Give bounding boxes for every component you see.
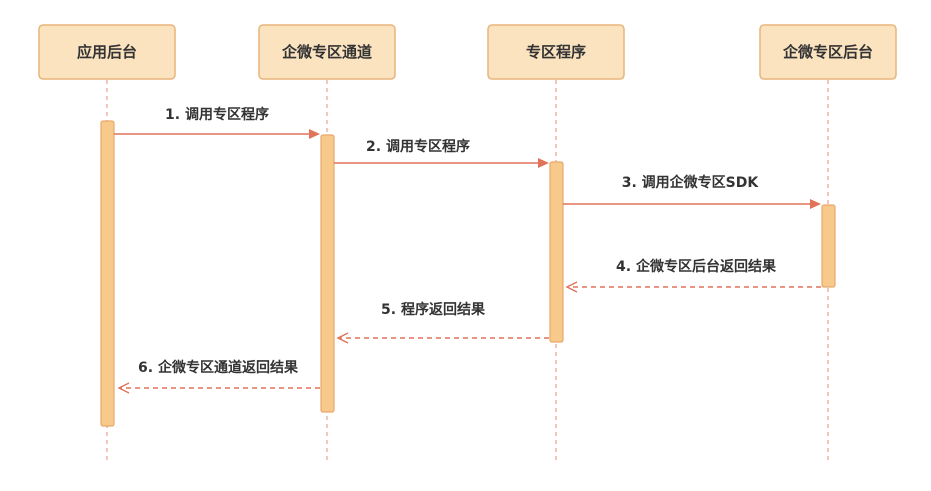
message-6: 6. 企微专区通道返回结果 <box>117 359 320 394</box>
participant-label: 专区程序 <box>526 43 586 61</box>
arrow-head-icon <box>336 332 349 344</box>
activation-backend <box>821 204 836 288</box>
activation-app <box>100 120 115 427</box>
participant-label: 应用后台 <box>77 43 137 61</box>
activation-channel <box>320 134 335 413</box>
message-3: 3. 调用企微专区SDK <box>563 174 821 209</box>
activation-program <box>549 161 564 343</box>
message-label: 3. 调用企微专区SDK <box>622 174 760 191</box>
arrow-head-icon <box>538 158 549 168</box>
message-4: 4. 企微专区后台返回结果 <box>565 258 821 293</box>
message-label: 4. 企微专区后台返回结果 <box>616 258 777 275</box>
message-label: 2. 调用专区程序 <box>366 138 470 155</box>
arrow-head-icon <box>565 281 578 293</box>
message-label: 6. 企微专区通道返回结果 <box>138 359 299 376</box>
participant-program: 专区程序 <box>487 24 625 80</box>
arrow-head-icon <box>810 199 821 209</box>
arrow-head-icon <box>309 129 320 139</box>
participant-label: 企微专区后台 <box>782 43 873 61</box>
message-label: 1. 调用专区程序 <box>165 106 269 123</box>
message-2: 2. 调用专区程序 <box>334 138 549 168</box>
participant-app: 应用后台 <box>38 24 176 80</box>
message-1: 1. 调用专区程序 <box>114 106 320 139</box>
message-label: 5. 程序返回结果 <box>381 301 486 318</box>
message-5: 5. 程序返回结果 <box>336 301 549 344</box>
participant-label: 企微专区通道 <box>281 43 372 61</box>
participant-backend: 企微专区后台 <box>759 24 897 80</box>
arrow-head-icon <box>117 382 130 394</box>
participant-channel: 企微专区通道 <box>258 24 396 80</box>
